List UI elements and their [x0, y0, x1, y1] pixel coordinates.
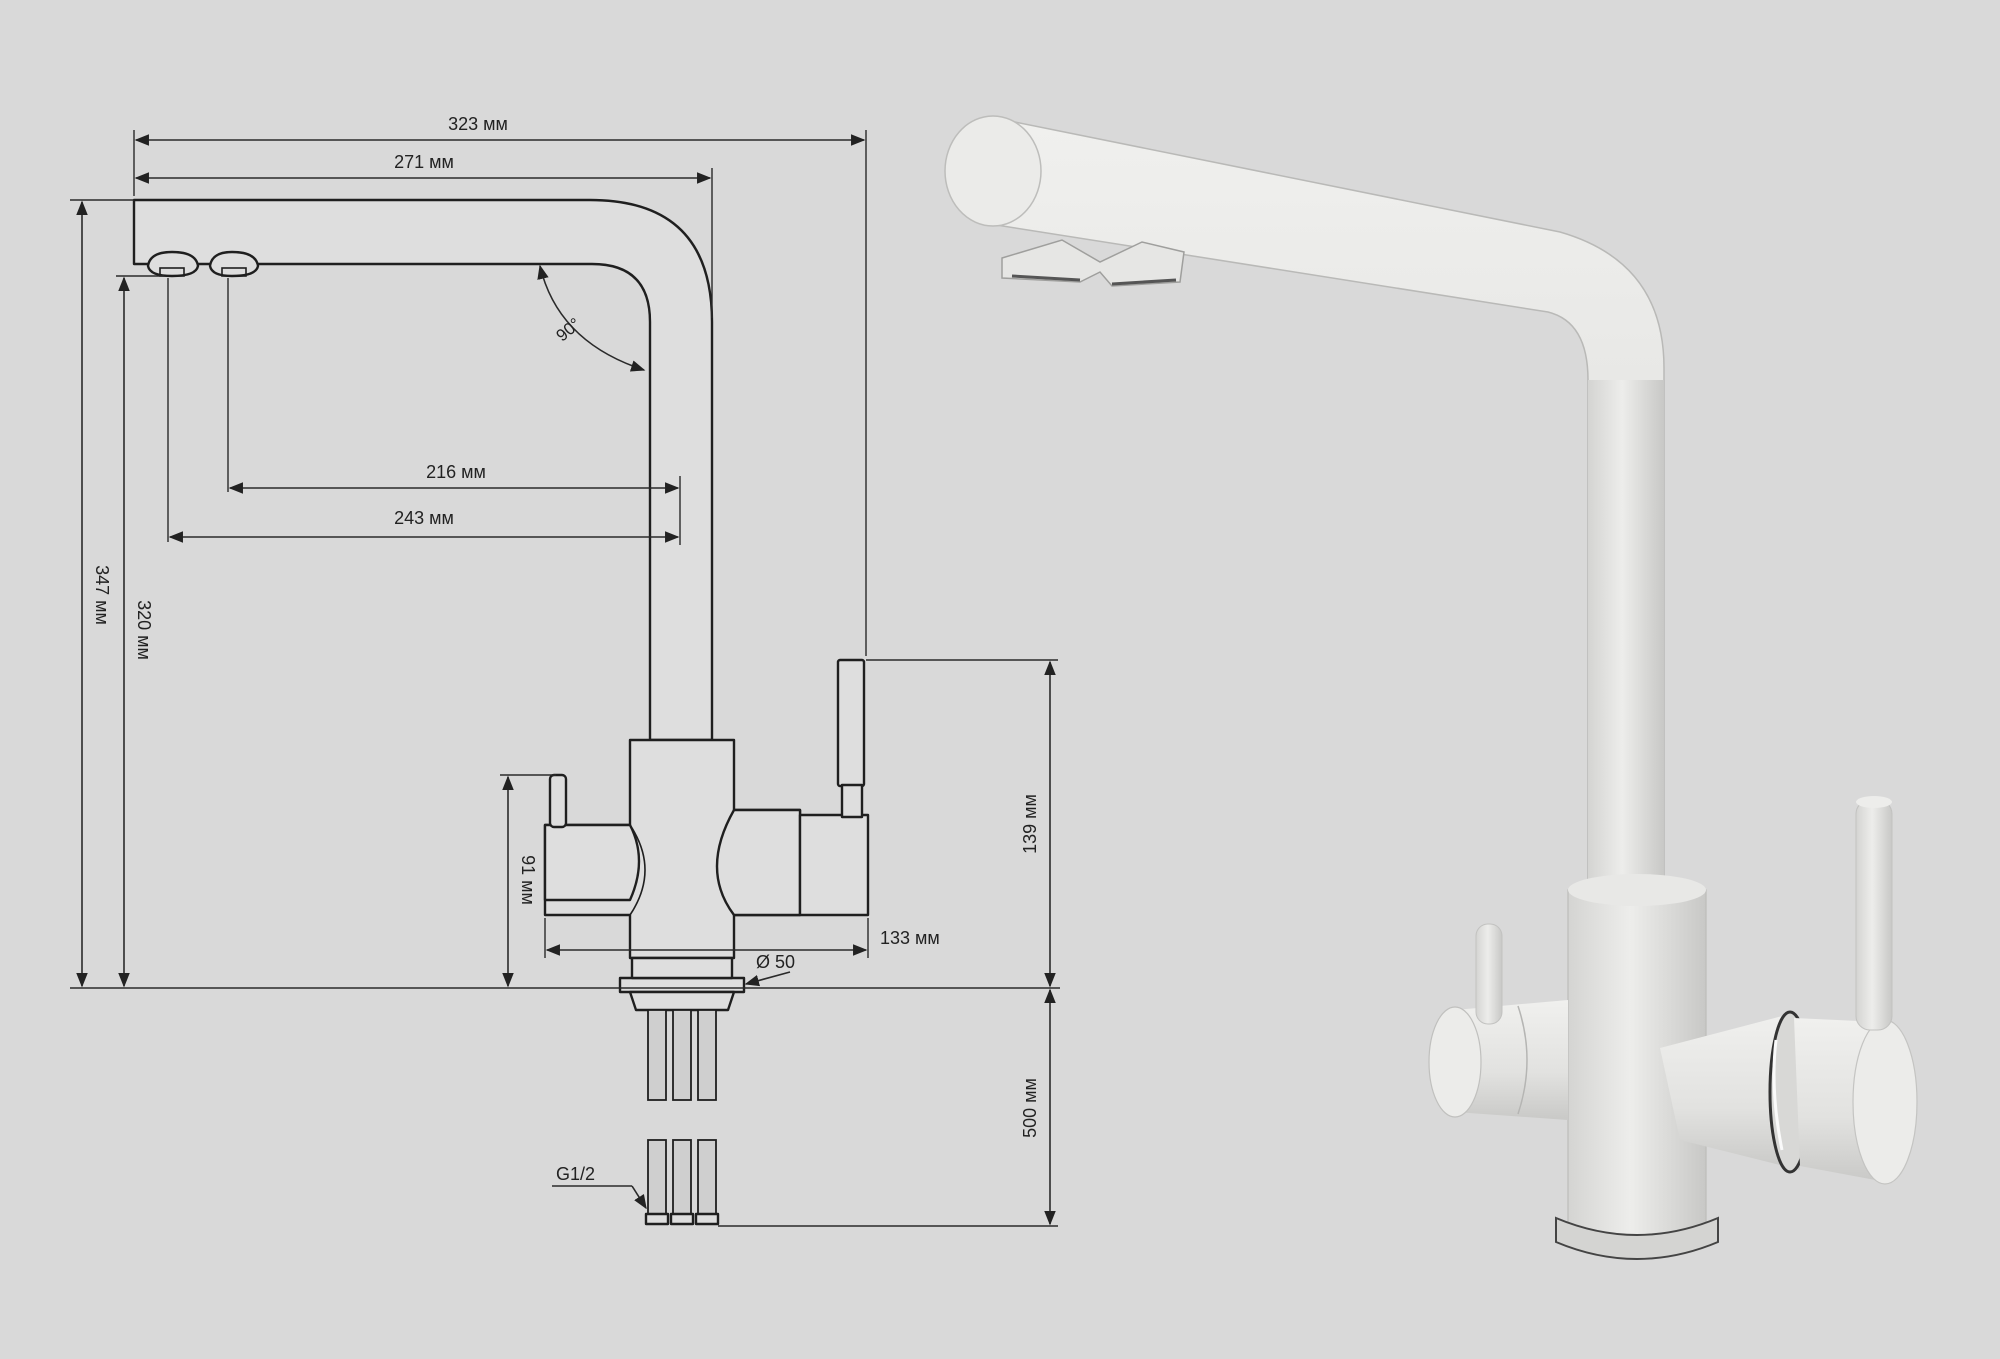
- spout-end-cap: [944, 115, 1042, 227]
- left-lever-render: [1475, 923, 1503, 1025]
- right-handle: [836, 658, 866, 788]
- right-handle-render: [1855, 799, 1893, 1031]
- render-nozzles: [1001, 239, 1185, 287]
- technical-drawing: 323 мм 271 мм 216 мм 243 мм 90° 347 мм 3…: [70, 114, 1060, 1227]
- left-arm-cap: [1428, 1006, 1482, 1118]
- spout-arm: [989, 117, 1665, 891]
- supply-hoses: [644, 1009, 720, 1226]
- dim-base-diameter: Ø 50: [756, 952, 795, 972]
- base-ring: [1555, 1216, 1719, 1260]
- dim-outlet-a-reach: 216 мм: [426, 462, 486, 482]
- spout-outline: [132, 198, 714, 742]
- dim-total-height: 347 мм: [92, 565, 112, 625]
- left-lever-housing: [543, 823, 641, 902]
- right-lever-housing: [715, 808, 802, 917]
- dim-total-reach: 323 мм: [448, 114, 508, 134]
- spout-column: [1588, 380, 1664, 900]
- dim-spout-angle: 90°: [553, 314, 585, 345]
- left-arm: [1455, 1000, 1568, 1120]
- product-render: [944, 115, 1918, 1260]
- outlet-nozzles: [146, 250, 260, 278]
- dim-outlet-b-reach: 243 мм: [394, 508, 454, 528]
- right-arm: [1660, 1014, 1800, 1170]
- base-flange: [618, 976, 746, 994]
- dim-lever-height: 91 мм: [518, 855, 538, 905]
- dim-handle-height: 139 мм: [1020, 794, 1040, 854]
- dim-body-width: 133 мм: [880, 928, 940, 948]
- dim-thread: G1/2: [556, 1164, 595, 1184]
- dim-spout-reach: 271 мм: [394, 152, 454, 172]
- dim-outlet-height: 320 мм: [134, 600, 154, 660]
- dim-hose-length: 500 мм: [1020, 1078, 1040, 1138]
- left-lever: [548, 773, 568, 829]
